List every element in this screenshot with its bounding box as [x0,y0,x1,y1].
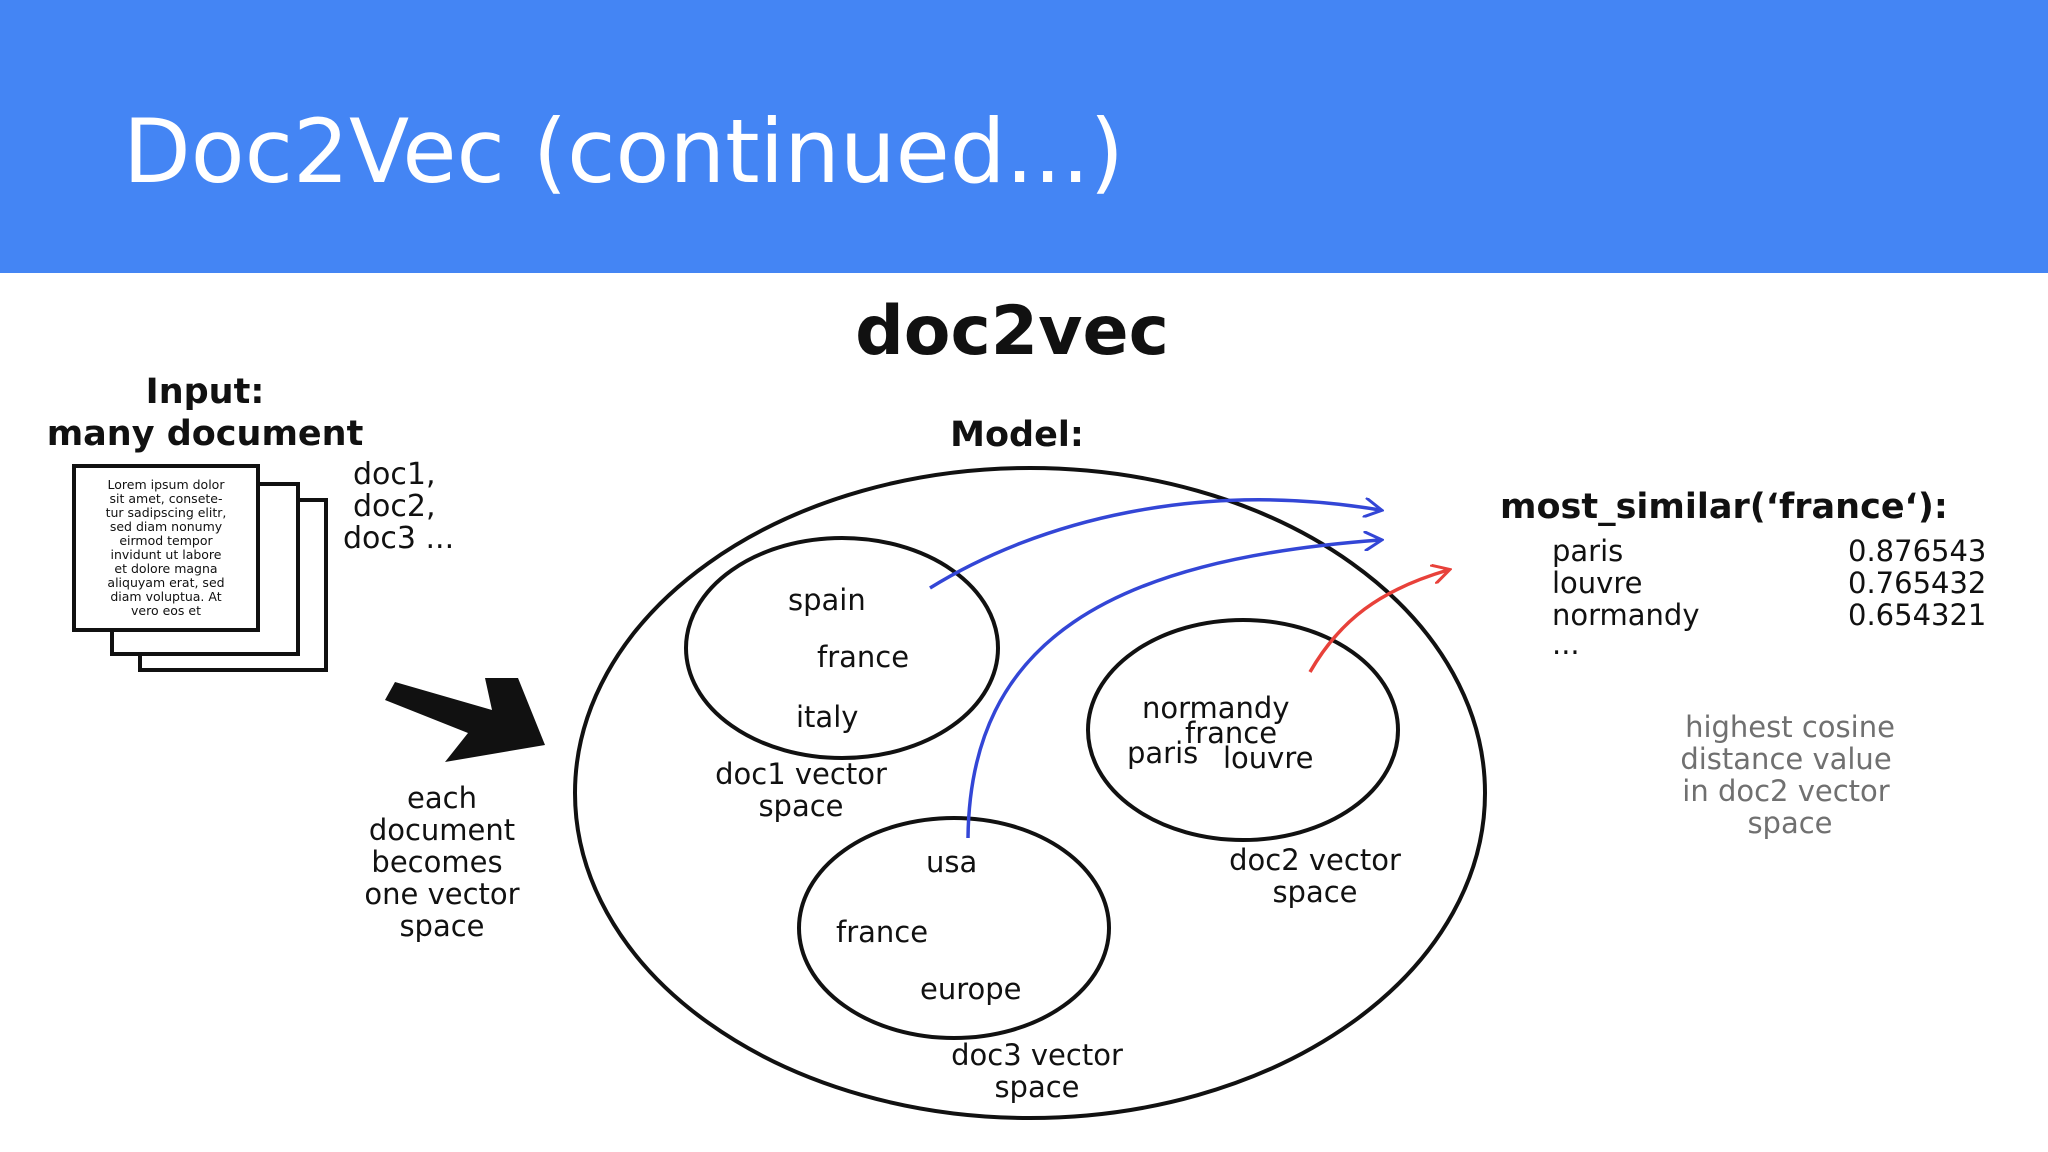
document-stack: Lorem ipsum dolor sit amet, consete- tur… [72,464,328,672]
title-bar: Doc2Vec (continued...) [0,0,2048,273]
doc3-circle [797,816,1111,1040]
result-word: normandy [1552,598,1700,632]
note-line: in doc2 vector [1682,774,1889,808]
doc-list-item: doc1, [353,457,436,492]
result-ellipsis: ... [1552,627,1580,661]
result-word: louvre [1552,566,1642,600]
doc2-word: normandy [1142,691,1290,725]
doc1-caption: doc1 vector [715,757,887,791]
doc2-caption: doc2 vector [1229,843,1401,877]
model-label: Model: [950,415,1084,455]
doc2-vector-space: normandy france paris louvre doc2 vector… [1086,618,1401,909]
arrow-caption-line: document [369,813,515,847]
doc1-vector-space: spain france italy doc1 vector space [684,536,1000,823]
result-word: paris [1552,534,1623,568]
doc3-caption: doc3 vector [951,1038,1123,1072]
arrow-caption-line: space [399,909,484,943]
note-line: highest cosine [1685,710,1895,744]
result-score: 0.654321 [1848,598,1986,632]
doc-text-line: sit amet, consete- [110,491,223,506]
doc3-word: europe [920,972,1022,1006]
doc2-caption: space [1272,875,1357,909]
document-text: Lorem ipsum dolor sit amet, consete- tur… [106,477,227,618]
doc1-word: italy [796,700,858,734]
doc2-word: france [1185,716,1277,750]
flow-arrow [385,678,545,762]
doc1-circle [684,536,1000,760]
model-ellipse [573,466,1487,1120]
arrow-caption-line: one vector [364,877,519,911]
result-score: 0.765432 [1848,566,1986,600]
document-page-1 [72,464,260,632]
document-list: doc1, doc2, doc3 ... [343,457,454,556]
doc-text-line: diam voluptua. At [110,589,221,604]
arrow-caption-line: becomes [371,845,502,879]
doc-list-item: doc2, [353,489,436,524]
doc-text-line: sed diam nonumy [110,519,223,534]
doc-text-line: aliquyam erat, sed [107,575,224,590]
input-subtitle: many document [47,414,364,454]
doc1-caption: space [758,789,843,823]
model-section: Model: spain france italy doc1 vector sp… [573,415,1487,1120]
input-title: Input: [146,372,265,412]
result-score: 0.876543 [1848,534,1986,568]
doc-text-line: et dolore magna [114,561,217,576]
doc2-circle [1086,618,1400,842]
doc2-word: louvre [1223,741,1313,775]
doc-text-line: vero eos et [131,603,201,618]
big-arrow-shape [385,678,545,762]
doc3-caption: space [994,1070,1079,1104]
doc1-word: spain [788,583,866,617]
doc1-blue-arrow [929,500,1380,590]
input-section: Input: many document Lorem ipsum dolor s… [47,372,454,672]
query-label: most_similar(‘france‘): [1500,487,1948,527]
note-line: space [1747,806,1832,840]
query-section: most_similar(‘france‘): paris 0.876543 l… [1500,487,1986,840]
arrow-caption-line: each [407,781,477,815]
doc-text-line: eirmod tempor [119,533,213,548]
doc2-red-arrow [1308,570,1448,673]
doc-text-line: Lorem ipsum dolor [108,477,226,492]
doc3-blue-arrow [966,540,1380,839]
doc1-word: france [817,640,909,674]
doc-text-line: invidunt ut labore [111,547,222,562]
doc2-word: paris [1127,736,1198,770]
doc3-word: france [836,915,928,949]
note-line: distance value [1680,742,1891,776]
arrow-caption: each document becomes one vector space [364,781,519,943]
doc-list-item: doc3 ... [343,521,454,556]
doc3-word: usa [926,845,977,879]
doc3-vector-space: usa france europe doc3 vector space [797,816,1123,1104]
doc-text-line: tur sadipscing elitr, [106,505,227,520]
slide-title: Doc2Vec (continued...) [123,100,1124,203]
diagram-heading: doc2vec [855,292,1169,371]
